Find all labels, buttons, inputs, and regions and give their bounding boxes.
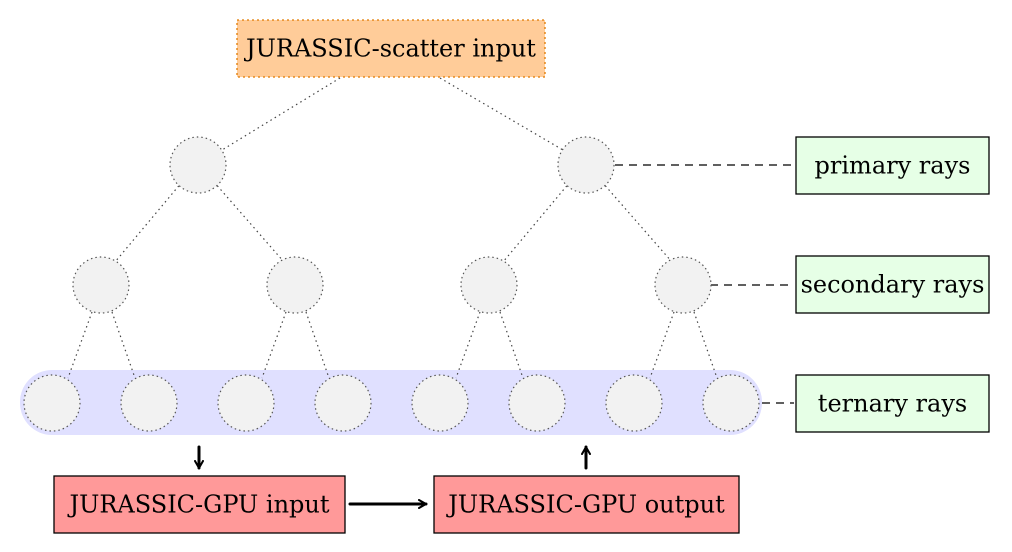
ternary-node-2 <box>120 374 178 432</box>
gpu-output-box: JURASSIC-GPU output <box>433 475 740 534</box>
arrows <box>194 445 591 509</box>
primary-rays-label: primary rays <box>815 152 971 180</box>
edge-root-primary-2 <box>439 77 564 151</box>
secondary-rays-label: secondary rays <box>801 271 985 299</box>
edge-primary-2-secondary-3 <box>502 181 571 263</box>
scatter-input-box: JURASSIC-scatter input <box>236 19 546 78</box>
gpu-output-label: JURASSIC-GPU output <box>445 491 725 519</box>
ternary-node-8 <box>702 374 760 432</box>
tree-nodes <box>23 136 760 432</box>
ternary-rays-label: ternary rays <box>818 390 967 418</box>
primary-rays-box: primary rays <box>795 136 990 195</box>
ternary-rays-box: ternary rays <box>795 374 990 433</box>
ternary-node-5 <box>411 374 469 432</box>
edge-primary-2-secondary-4 <box>601 181 673 263</box>
scatter-input-label: JURASSIC-scatter input <box>243 35 536 63</box>
secondary-node-4 <box>654 256 712 314</box>
edge-primary-1-secondary-1 <box>114 181 183 263</box>
secondary-node-2 <box>266 256 324 314</box>
secondary-node-1 <box>72 256 130 314</box>
edge-primary-1-secondary-2 <box>213 181 285 263</box>
edge-root-primary-1 <box>221 77 341 151</box>
ternary-band <box>20 370 762 435</box>
edge-secondary-3-ternary-6 <box>499 311 524 379</box>
ternary-node-4 <box>314 374 372 432</box>
ternary-node-7 <box>605 374 663 432</box>
ternary-node-1 <box>23 374 81 432</box>
edge-secondary-4-ternary-8 <box>693 311 718 379</box>
primary-node-1 <box>169 136 227 194</box>
secondary-rays-box: secondary rays <box>795 255 990 314</box>
ternary-node-6 <box>508 374 566 432</box>
tree-edges <box>67 77 718 379</box>
edge-secondary-4-ternary-7 <box>649 311 675 379</box>
gpu-input-label: JURASSIC-GPU input <box>66 491 329 519</box>
primary-node-2 <box>557 136 615 194</box>
level-connectors <box>615 164 794 404</box>
edge-secondary-2-ternary-4 <box>305 311 330 379</box>
edge-secondary-2-ternary-3 <box>261 311 287 379</box>
gpu-input-box: JURASSIC-GPU input <box>53 475 346 534</box>
edge-secondary-3-ternary-5 <box>455 311 481 379</box>
secondary-node-3 <box>460 256 518 314</box>
edge-secondary-1-ternary-2 <box>111 311 136 379</box>
edge-secondary-1-ternary-1 <box>67 311 93 379</box>
ternary-node-3 <box>217 374 275 432</box>
